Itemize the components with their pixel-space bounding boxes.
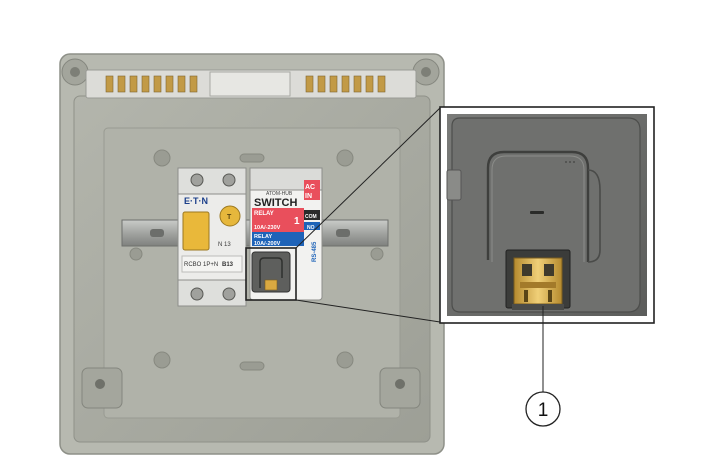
terminal-strip xyxy=(85,69,417,99)
callout-1: 1 xyxy=(525,306,561,427)
zoom-source-frame xyxy=(245,247,297,301)
module-title: SWITCH xyxy=(254,197,297,209)
detail-inset xyxy=(439,106,655,324)
relay-bottom-spec: 10A/-200V xyxy=(254,241,281,247)
no-label: NO xyxy=(307,225,315,231)
callout-number: 1 xyxy=(538,400,549,421)
breaker-terminal-label: N 13 xyxy=(218,242,231,248)
in-label: IN xyxy=(305,193,312,200)
breaker-toggle xyxy=(182,211,210,251)
corner-boss-br xyxy=(379,367,421,409)
com-label: COM xyxy=(305,214,317,220)
breaker-model: RCBO 1P+N xyxy=(184,262,218,268)
corner-boss-tr xyxy=(412,58,440,86)
callout-circle xyxy=(525,391,561,427)
breaker-test-button xyxy=(219,205,241,227)
relay-bottom-label: RELAY xyxy=(254,234,272,240)
relay-top-label: RELAY xyxy=(254,211,274,217)
corner-boss-bl xyxy=(81,367,123,409)
relay-top-spec: 10A/-230V xyxy=(254,225,281,231)
breaker-test-label: T xyxy=(227,214,232,221)
corner-boss-tl xyxy=(61,58,89,86)
zoom-leader-lines xyxy=(295,107,441,323)
breaker-brand: E·T·N xyxy=(184,196,208,206)
rs485-label: RS-485 xyxy=(312,241,318,262)
usb-c-connector xyxy=(505,249,571,310)
module-vendor: ATOM-HUB xyxy=(266,191,293,197)
mounting-slots xyxy=(129,149,384,371)
breaker-rating: B13 xyxy=(222,262,234,268)
din-rail-holes xyxy=(150,229,350,237)
breaker: E·T·N T N 13 RCBO 1P+N B13 xyxy=(177,167,247,307)
switch-module: ATOM-HUB SWITCH RELAY 10A/-230V 1 RELAY … xyxy=(245,167,323,301)
indicator-dash xyxy=(530,211,544,214)
ac-label: AC xyxy=(305,184,315,191)
relay-number: 1 xyxy=(294,216,300,227)
